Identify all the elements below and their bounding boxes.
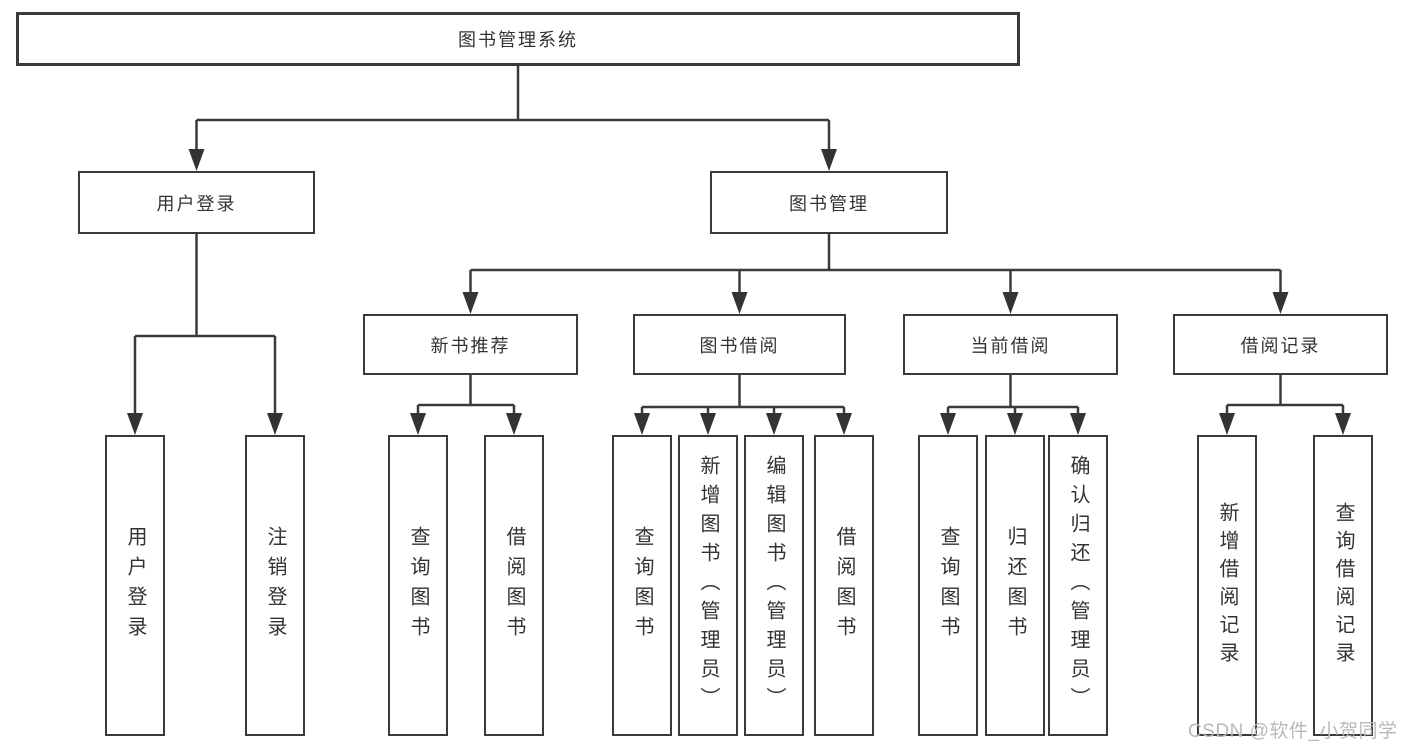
leaf-return-book: 归还图书 bbox=[985, 435, 1045, 736]
leaf-query-borrow-record: 查询借阅记录 bbox=[1313, 435, 1373, 736]
leaf-borrow-book-1: 借阅图书 bbox=[484, 435, 544, 736]
node-book-borrow: 图书借阅 bbox=[633, 314, 846, 375]
node-new-book-recommend: 新书推荐 bbox=[363, 314, 578, 375]
leaf-query-book-1: 查询图书 bbox=[388, 435, 448, 736]
leaf-confirm-return-admin: 确认归还（管理员） bbox=[1048, 435, 1108, 736]
node-current-borrow: 当前借阅 bbox=[903, 314, 1118, 375]
csdn-watermark: CSDN @软件_小贺同学 bbox=[1188, 721, 1398, 742]
node-borrow-record: 借阅记录 bbox=[1173, 314, 1388, 375]
leaf-borrow-book-2: 借阅图书 bbox=[814, 435, 874, 736]
leaf-add-book-admin: 新增图书（管理员） bbox=[678, 435, 738, 736]
node-user-login-branch: 用户登录 bbox=[78, 171, 315, 234]
leaf-edit-book-admin: 编辑图书（管理员） bbox=[744, 435, 804, 736]
node-book-management-branch: 图书管理 bbox=[710, 171, 948, 234]
leaf-logout: 注销登录 bbox=[245, 435, 305, 736]
leaf-query-book-2: 查询图书 bbox=[612, 435, 672, 736]
arrowhead-icons bbox=[127, 149, 1351, 435]
leaf-add-borrow-record: 新增借阅记录 bbox=[1197, 435, 1257, 736]
leaf-query-book-3: 查询图书 bbox=[918, 435, 978, 736]
node-library-management-system: 图书管理系统 bbox=[16, 12, 1020, 66]
leaf-user-login: 用户登录 bbox=[105, 435, 165, 736]
